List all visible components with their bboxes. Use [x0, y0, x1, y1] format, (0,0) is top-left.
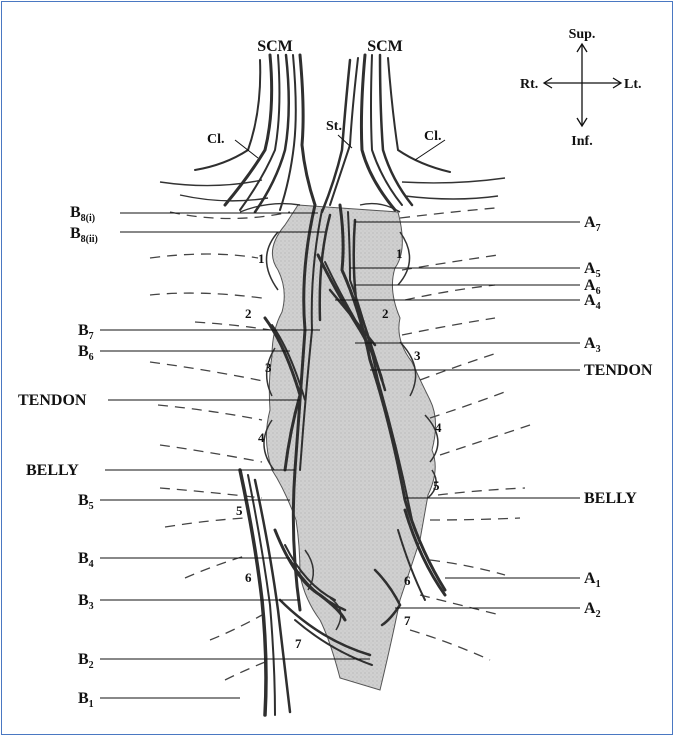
rib-number-right-5: 5 — [236, 503, 243, 518]
label-belly-right: BELLY — [26, 462, 79, 479]
rib-number-left-6: 6 — [404, 573, 411, 588]
label-scm-left: SCM — [367, 38, 403, 55]
rib-number-left-7: 7 — [404, 613, 411, 628]
label-a3: A3 — [584, 335, 601, 355]
label-b4: B4 — [78, 550, 94, 570]
label-b2: B2 — [78, 651, 94, 671]
label-inferior: Inf. — [571, 134, 592, 149]
rib-number-left-5: 5 — [433, 478, 440, 493]
label-a2: A2 — [584, 600, 601, 620]
label-left: Lt. — [624, 77, 642, 92]
label-sternum: St. — [326, 119, 342, 134]
rib-number-right-3: 3 — [265, 360, 272, 375]
label-a7: A7 — [584, 214, 601, 234]
label-b8ii: B8(ii) — [70, 225, 98, 245]
label-superior: Sup. — [569, 27, 596, 42]
rib-number-right-1: 1 — [258, 251, 265, 266]
rib-number-right-2: 2 — [245, 306, 252, 321]
label-b7: B7 — [78, 322, 94, 342]
label-b8i: B8(i) — [70, 204, 95, 224]
label-scm-right: SCM — [257, 38, 293, 55]
rib-number-right-7: 7 — [295, 636, 302, 651]
label-clavicle-right: Cl. — [207, 132, 225, 147]
label-tendon-left: TENDON — [584, 362, 653, 379]
label-belly-left: BELLY — [584, 490, 637, 507]
label-tendon-right: TENDON — [18, 392, 87, 409]
rib-number-left-3: 3 — [414, 348, 421, 363]
orientation-compass — [544, 44, 621, 126]
label-b1: B1 — [78, 690, 94, 710]
rib-number-left-1: 1 — [396, 246, 403, 261]
label-a1: A1 — [584, 570, 601, 590]
label-b6: B6 — [78, 343, 94, 363]
rib-number-right-4: 4 — [258, 430, 265, 445]
label-b3: B3 — [78, 592, 94, 612]
rib-number-left-2: 2 — [382, 306, 389, 321]
rib-number-left-4: 4 — [435, 420, 442, 435]
label-clavicle-left: Cl. — [424, 129, 442, 144]
rib-number-right-6: 6 — [245, 570, 252, 585]
label-b5: B5 — [78, 492, 94, 512]
label-right: Rt. — [520, 77, 538, 92]
